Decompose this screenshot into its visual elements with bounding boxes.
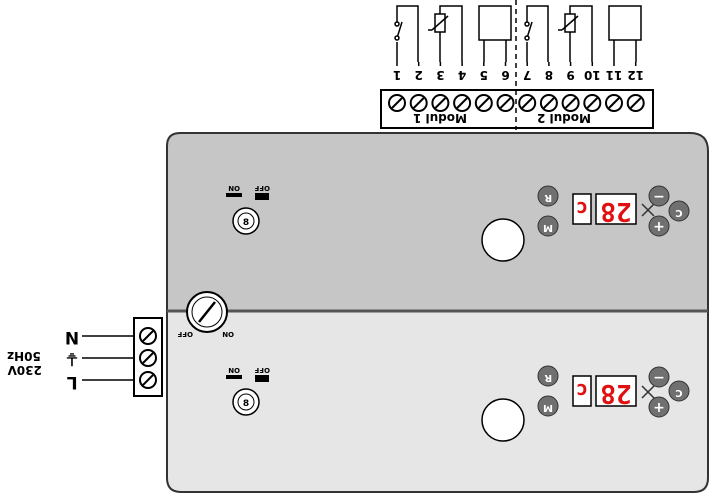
mode-display-value: c xyxy=(576,379,588,403)
main-switch-off-label: OFF xyxy=(177,330,193,338)
dip-off-marker xyxy=(255,375,269,382)
terminal-number: 6 xyxy=(501,68,509,82)
terminal-screw xyxy=(561,94,580,112)
adjust-dial[interactable] xyxy=(232,207,260,235)
terminal-screw xyxy=(453,94,472,112)
button-r[interactable]: R xyxy=(537,365,559,387)
arrows-icon xyxy=(641,385,655,399)
terminal-number: 3 xyxy=(436,68,444,82)
dip-on-label: ON xyxy=(228,184,240,192)
adjust-dial-mark: 8 xyxy=(243,399,249,409)
button-m-label: M xyxy=(543,402,553,413)
switch-icon xyxy=(524,5,549,62)
value-display-value: 28 xyxy=(600,196,631,226)
main-switch-pointer xyxy=(198,301,216,323)
button-minus-label: − xyxy=(653,189,665,205)
indicator-window xyxy=(481,218,525,262)
button-plus[interactable]: + xyxy=(648,396,670,418)
mode-display xyxy=(572,375,592,407)
neutral-label: N xyxy=(65,327,79,347)
button-m[interactable]: M xyxy=(537,395,559,417)
dip-off-label: OFF xyxy=(254,366,270,374)
mode-display-value: c xyxy=(576,197,588,221)
dip-on-marker xyxy=(226,193,242,197)
power-terminal-block: N ⏚ L 50Hz 230V xyxy=(7,317,163,397)
switch-icon xyxy=(394,5,419,62)
button-c-label: C xyxy=(675,387,682,398)
module1-label: Modul 1 xyxy=(413,111,467,125)
mode-display xyxy=(572,193,592,225)
terminal-number: 7 xyxy=(523,68,531,82)
button-plus-label: + xyxy=(653,219,665,235)
frequency-label: 50Hz xyxy=(7,349,41,363)
button-c-label: C xyxy=(675,207,682,218)
terminal-screw xyxy=(431,94,450,112)
terminal-screw xyxy=(388,94,406,112)
button-plus-label: + xyxy=(653,400,665,416)
button-r[interactable]: R xyxy=(537,185,559,207)
terminal-screw xyxy=(605,94,623,112)
button-minus[interactable]: − xyxy=(648,366,670,388)
terminal-number: 9 xyxy=(566,68,574,82)
button-m-label: M xyxy=(543,222,553,233)
terminal-number: 1 xyxy=(393,68,401,82)
value-display xyxy=(595,375,637,407)
arrows-icon xyxy=(641,203,655,217)
terminal-screw xyxy=(139,349,157,367)
button-c[interactable]: C xyxy=(668,380,690,402)
terminal-number: 2 xyxy=(415,68,423,82)
value-display-value: 28 xyxy=(600,378,631,408)
dip-off-label: OFF xyxy=(254,184,270,192)
terminal-screw xyxy=(139,327,157,345)
button-c[interactable]: C xyxy=(668,200,690,222)
indicator-window xyxy=(481,398,525,442)
terminal-screw xyxy=(409,94,428,112)
earth-icon: ⏚ xyxy=(64,350,79,368)
dip-switch[interactable]: ON OFF 8 xyxy=(226,184,270,235)
relay-icon xyxy=(608,5,642,62)
adjust-dial[interactable] xyxy=(232,388,260,416)
button-minus[interactable]: − xyxy=(648,185,670,207)
module-top: ON OFF 8 R M c 28 − + xyxy=(226,184,690,262)
thermistor-icon xyxy=(428,5,463,62)
terminal-number: 4 xyxy=(458,68,466,82)
lower-panel xyxy=(166,310,709,493)
dip-on-label: ON xyxy=(228,366,240,374)
dip-on-marker xyxy=(226,375,242,379)
terminal-screw xyxy=(539,94,558,112)
terminal-number: 5 xyxy=(480,68,488,82)
terminal-screw xyxy=(496,94,515,112)
value-display xyxy=(595,193,637,225)
terminal-screw xyxy=(518,94,537,112)
button-minus-label: − xyxy=(653,370,665,386)
terminal-screw xyxy=(139,371,157,389)
adjust-dial-mark: 8 xyxy=(243,218,249,228)
main-switch[interactable]: OFF ON xyxy=(177,291,234,338)
terminal-number: 8 xyxy=(545,68,553,82)
terminal-screw xyxy=(626,94,645,112)
line-label: L xyxy=(67,372,78,392)
voltage-label: 230V xyxy=(7,363,42,377)
module2-label: Modul 2 xyxy=(537,111,591,125)
terminal-number: 12 xyxy=(627,68,644,82)
button-r-label: R xyxy=(544,372,552,383)
main-switch-on-label: ON xyxy=(222,330,234,338)
terminal-screw xyxy=(583,94,602,112)
thermistor-icon xyxy=(558,5,593,62)
terminal-number: 10 xyxy=(584,68,601,82)
button-r-label: R xyxy=(544,192,552,203)
dip-switch[interactable]: ON OFF 8 xyxy=(226,366,270,416)
module-bottom: ON OFF 8 R M c 28 − + xyxy=(226,365,690,442)
button-plus[interactable]: + xyxy=(648,215,670,237)
device-housing xyxy=(166,132,709,493)
button-m[interactable]: M xyxy=(537,215,559,237)
terminal-screw xyxy=(474,94,493,112)
terminal-number: 11 xyxy=(606,68,623,82)
dip-off-marker xyxy=(255,193,269,200)
relay-icon xyxy=(478,5,512,62)
external-components xyxy=(394,5,642,62)
